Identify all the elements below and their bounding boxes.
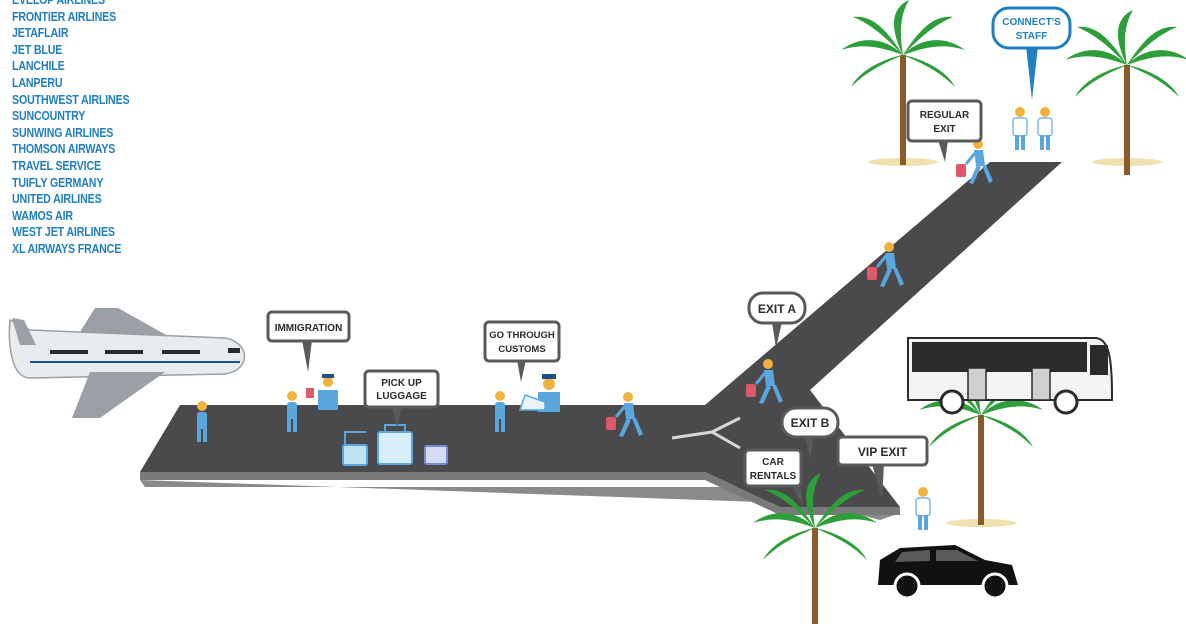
- svg-text:IMMIGRATION: IMMIGRATION: [275, 323, 343, 334]
- passenger-with-suitcase-icon: [956, 139, 993, 184]
- svg-text:VIP EXIT: VIP EXIT: [858, 445, 908, 459]
- airplane-icon: [9, 308, 244, 418]
- svg-text:CAR: CAR: [762, 457, 784, 468]
- svg-text:EXIT B: EXIT B: [791, 416, 830, 430]
- connect-staff-icon: [916, 487, 930, 530]
- palm-tree-icon: [1065, 10, 1186, 175]
- svg-text:PICK UP: PICK UP: [381, 378, 422, 389]
- svg-text:REGULAR: REGULAR: [920, 110, 970, 121]
- connect-staff-bubble: CONNECT'S STAFF: [993, 8, 1070, 100]
- svg-text:LUGGAGE: LUGGAGE: [376, 391, 427, 402]
- customs-officer-icon: [520, 374, 560, 412]
- connect-staff-icon: [1013, 107, 1027, 150]
- svg-text:GO THROUGH: GO THROUGH: [489, 330, 555, 341]
- car-icon: [878, 545, 1018, 598]
- customs-bubble: GO THROUGH CUSTOMS: [485, 322, 559, 382]
- immigration-bubble: IMMIGRATION: [268, 312, 349, 372]
- immigration-officer-icon: [306, 374, 338, 410]
- svg-text:CUSTOMS: CUSTOMS: [498, 344, 545, 355]
- svg-text:EXIT A: EXIT A: [758, 302, 797, 316]
- regular-exit-bubble: REGULAR EXIT: [908, 101, 981, 162]
- svg-text:EXIT: EXIT: [933, 124, 955, 135]
- connect-staff-icon: [1038, 107, 1052, 150]
- svg-text:CONNECT'S: CONNECT'S: [1002, 17, 1061, 28]
- svg-text:RENTALS: RENTALS: [750, 471, 797, 482]
- svg-text:STAFF: STAFF: [1016, 31, 1047, 42]
